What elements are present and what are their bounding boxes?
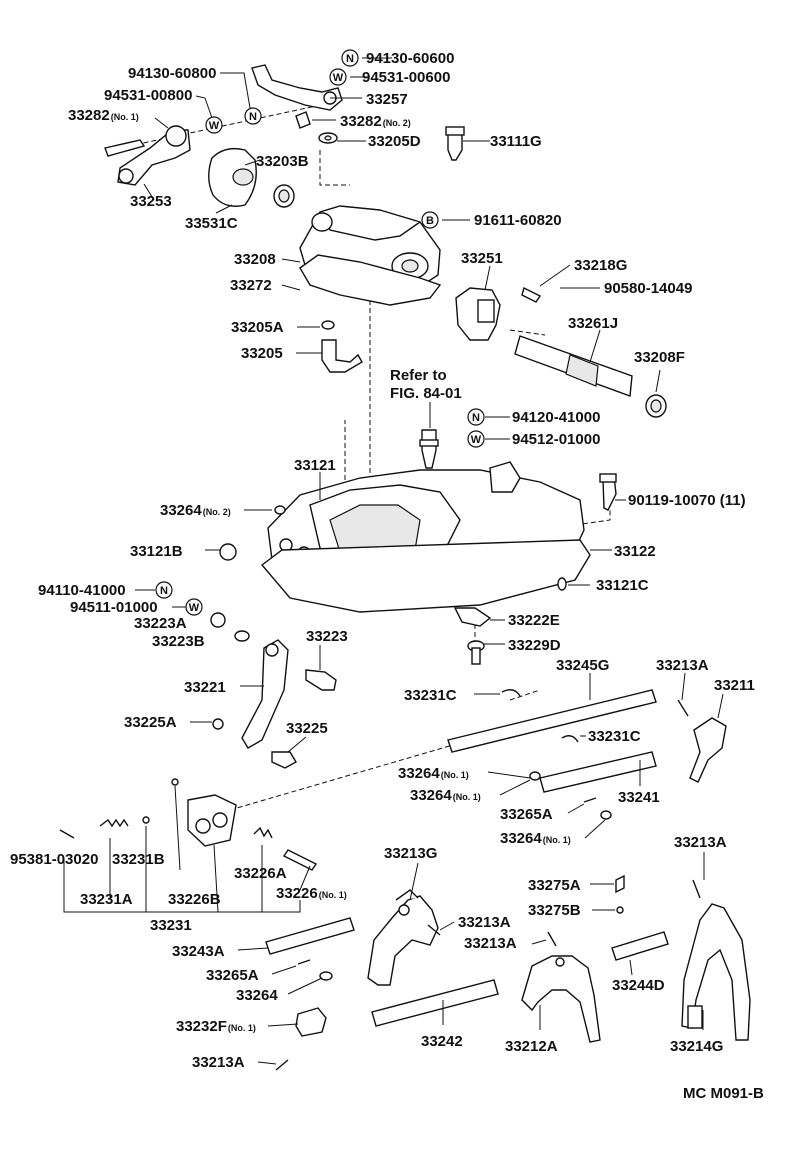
part-label-suffix: (No. 2) — [383, 118, 411, 128]
part-label-33282: 33282(No. 1) — [68, 107, 139, 124]
symbol-w: W — [333, 72, 344, 84]
symbol-w: W — [471, 434, 482, 446]
symbol-n: N — [249, 111, 257, 123]
symbol-w: W — [209, 120, 220, 132]
part-label-33231: 33231 — [150, 917, 192, 934]
part-label-94531-00600: 94531-00600 — [362, 69, 450, 86]
part-label-33264: 33264(No. 1) — [500, 830, 571, 847]
part-label-33265a: 33265A — [206, 967, 259, 984]
part-label-33218g: 33218G — [574, 257, 627, 274]
part-label-suffix: (No. 1) — [319, 890, 347, 900]
part-label-33243a: 33243A — [172, 943, 225, 960]
part-label-33203b: 33203B — [256, 153, 309, 170]
part-label-33122: 33122 — [614, 543, 656, 560]
part-label-33111g: 33111G — [490, 133, 542, 150]
part-label-33121b: 33121B — [130, 543, 183, 560]
part-label-33231c: 33231C — [588, 728, 641, 745]
part-label-33275a: 33275A — [528, 877, 581, 894]
part-label-94511-01000: 94511-01000 — [70, 599, 158, 616]
part-label-33213a: 33213A — [656, 657, 709, 674]
part-label-94512-01000: 94512-01000 — [512, 431, 600, 448]
part-label-33226: 33226(No. 1) — [276, 885, 347, 902]
part-label-33226b: 33226B — [168, 891, 221, 908]
part-label-94130-60600: 94130-60600 — [366, 50, 454, 67]
part-label-33231a: 33231A — [80, 891, 133, 908]
part-label-94130-60800: 94130-60800 — [128, 65, 216, 82]
part-label-33208: 33208 — [234, 251, 276, 268]
part-label-33225a: 33225A — [124, 714, 177, 731]
part-label-33245g: 33245G — [556, 657, 609, 674]
part-label-33265a: 33265A — [500, 806, 553, 823]
part-label-suffix: (No. 2) — [203, 507, 231, 517]
part-label-33261j: 33261J — [568, 315, 618, 332]
part-label-33264: 33264(No. 2) — [160, 502, 231, 519]
part-label-90119-10070-11-: 90119-10070 (11) — [628, 492, 746, 509]
symbol-n: N — [472, 412, 480, 424]
part-label-33251: 33251 — [461, 250, 503, 267]
part-label-33282: 33282(No. 2) — [340, 113, 411, 130]
part-label-33214g: 33214G — [670, 1038, 723, 1055]
part-label-33244d: 33244D — [612, 977, 665, 994]
part-label-90580-14049: 90580-14049 — [604, 280, 692, 297]
part-label-33223b: 33223B — [152, 633, 205, 650]
part-label-suffix: (No. 1) — [441, 770, 469, 780]
part-label-33213a: 33213A — [458, 914, 511, 931]
part-label-95381-03020: 95381-03020 — [10, 851, 98, 868]
part-label-33231b: 33231B — [112, 851, 165, 868]
part-labels: 94130-60800 94531-00800 33282(No. 1) 33253 3… — [10, 50, 755, 1071]
reference-note-line-2: FIG. 84-01 — [390, 385, 462, 402]
part-label-33213g: 33213G — [384, 845, 437, 862]
part-label-33223a: 33223A — [134, 615, 187, 632]
part-label-33121c: 33121C — [596, 577, 649, 594]
symbol-w: W — [189, 602, 200, 614]
diagram-code: MC M091-B — [683, 1085, 764, 1102]
part-label-94110-41000: 94110-41000 — [38, 582, 126, 599]
part-label-33205: 33205 — [241, 345, 283, 362]
part-label-33226a: 33226A — [234, 865, 287, 882]
part-label-33531c: 33531C — [185, 215, 238, 232]
part-label-33242: 33242 — [421, 1033, 463, 1050]
part-label-suffix: (No. 1) — [111, 112, 139, 122]
part-label-33232f: 33232F(No. 1) — [176, 1018, 256, 1035]
part-label-33229d: 33229D — [508, 637, 561, 654]
part-label-suffix: (No. 1) — [543, 835, 571, 845]
part-label-33264: 33264(No. 1) — [410, 787, 481, 804]
part-label-33121: 33121 — [294, 457, 336, 474]
part-label-suffix: (No. 1) — [453, 792, 481, 802]
part-label-33223: 33223 — [306, 628, 348, 645]
part-label-33257: 33257 — [366, 91, 408, 108]
symbol-n: N — [160, 585, 168, 597]
reference-note-line-1: Refer to — [390, 367, 447, 384]
part-label-33222e: 33222E — [508, 612, 560, 629]
part-label-91611-60820: 91611-60820 — [474, 212, 562, 229]
part-label-33213a: 33213A — [192, 1054, 245, 1071]
part-label-33213a: 33213A — [464, 935, 517, 952]
part-label-33275b: 33275B — [528, 902, 581, 919]
leader-lines — [63, 57, 724, 1065]
part-label-94120-41000: 94120-41000 — [512, 409, 600, 426]
part-label-33225: 33225 — [286, 720, 328, 737]
part-label-suffix: (No. 1) — [228, 1023, 256, 1033]
part-label-33253: 33253 — [130, 193, 172, 210]
part-label-33264: 33264(No. 1) — [398, 765, 469, 782]
part-label-94531-00800: 94531-00800 — [104, 87, 192, 104]
part-label-33205a: 33205A — [231, 319, 284, 336]
part-label-33211: 33211 — [714, 677, 755, 694]
symbol-markers: N W N W B N W N W — [155, 49, 485, 616]
part-label-33212a: 33212A — [505, 1038, 558, 1055]
part-label-33241: 33241 — [618, 789, 660, 806]
part-label-33205d: 33205D — [368, 133, 421, 150]
part-label-33272: 33272 — [230, 277, 272, 294]
parts-drawing — [59, 64, 751, 1071]
part-label-33221: 33221 — [184, 679, 226, 696]
part-label-33213a: 33213A — [674, 834, 727, 851]
part-label-33264: 33264 — [236, 987, 278, 1004]
part-label-33231c: 33231C — [404, 687, 457, 704]
part-label-33208f: 33208F — [634, 349, 685, 366]
symbol-n: N — [346, 53, 354, 65]
symbol-b: B — [426, 215, 434, 227]
